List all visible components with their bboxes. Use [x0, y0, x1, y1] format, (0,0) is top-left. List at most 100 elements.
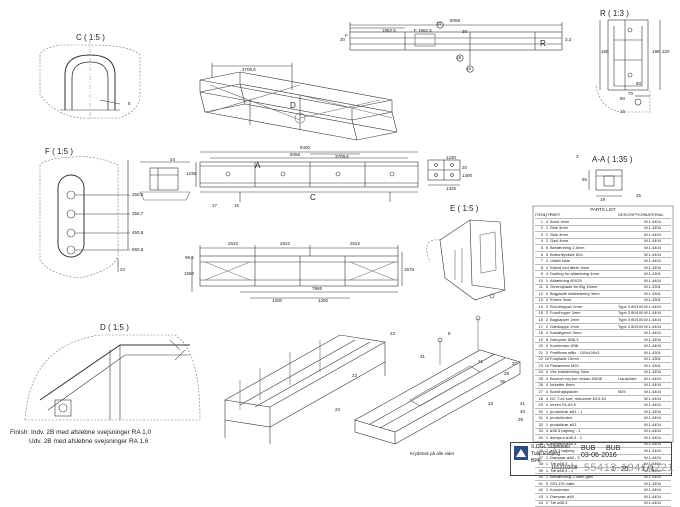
table-cell: Dampner Ø48,3 [550, 337, 579, 342]
table-cell: 37 [538, 454, 543, 460]
drawing-date: 03-06-2016 [581, 452, 617, 459]
table-cell: DS1.DS møle [550, 481, 575, 486]
balloon: 22 [352, 373, 358, 378]
isometric-view-right [354, 315, 521, 445]
finish-line-2: Udv. 2B med afslebne svejsninger RA 1,6 [29, 437, 149, 445]
table-cell: W.1.4404 [644, 383, 661, 388]
balloon: 24 [120, 267, 126, 272]
table-cell: 4 [545, 415, 549, 421]
table-cell: 43 [538, 493, 543, 499]
balloon: 25 [636, 193, 642, 198]
view-label-r: R ( 1:3 ) [600, 9, 629, 18]
table-cell: Damprør ø48 [550, 494, 574, 499]
table-cell: Buttonflyvliste Ø11 [550, 252, 584, 257]
sheet-number: 1 / 1 [641, 466, 655, 473]
table-cell: Afdækning 80X20 [550, 278, 582, 283]
balloon: 41 [520, 401, 526, 406]
table-cell: 29 [538, 402, 543, 408]
table-cell: 32 [538, 421, 543, 427]
table-cell: 4 [545, 290, 549, 296]
table-cell: 2 [545, 303, 549, 309]
balloon: 39 [518, 417, 524, 422]
dim-e-20: 20 [462, 165, 468, 170]
table-cell: Ves indslæbning 3mm [550, 370, 590, 375]
table-cell: 39 [538, 467, 543, 473]
table-cell: Side 4mm [550, 226, 569, 231]
table-cell: dampror ø48,3 - 1 [550, 435, 583, 440]
dim-side-1200b: 1200 [318, 298, 329, 303]
table-cell: 2 [540, 225, 543, 231]
table-cell: Galvkappe 2mm [550, 324, 580, 329]
balloon: 23 [335, 407, 341, 412]
table-cell: W.1.4404 [644, 304, 661, 309]
isometric-view-left [224, 334, 386, 444]
balloon: 15 [234, 203, 240, 208]
table-cell: W.1.4404 [644, 403, 661, 408]
table-cell: 36 [538, 447, 543, 453]
table-cell: Knees 3mm [550, 298, 572, 303]
drawing-scale: 1 : 25 [611, 466, 629, 473]
table-cell: Innrex 51-63,5 [550, 403, 576, 408]
table-cell: 23 [538, 362, 543, 368]
table-cell: 7 [540, 258, 543, 264]
dim-side-2622a: 2622 [228, 241, 239, 246]
table-cell: 26 [538, 382, 543, 388]
table-cell: 4 [545, 395, 549, 401]
table-cell: W.1.4404 [644, 232, 661, 237]
table-cell: W.1.4404 [644, 409, 661, 414]
view-label-e: E ( 1:5 ) [450, 204, 479, 213]
table-cell: 1 [545, 454, 549, 460]
table-cell: Tæ ø48,3 [550, 501, 568, 506]
table-cell: 2 [545, 297, 549, 303]
view-label-f: F ( 1:5 ) [45, 147, 74, 156]
table-cell: W.1.4404 [644, 435, 661, 440]
table-cell: Plasteneko M20 [550, 363, 579, 368]
table-cell: 8 [545, 245, 549, 250]
table-cell: 2 [545, 447, 549, 453]
top-elevation-view [349, 21, 563, 73]
balloon: 30 [462, 29, 468, 34]
table-cell: W.1.4301 [644, 350, 661, 355]
table-cell: W.1.4404 [644, 370, 661, 375]
balloon: 16 [620, 109, 626, 114]
balloon: 21 [478, 359, 484, 364]
table-cell: 10 [544, 362, 550, 368]
dim-iso-3709: 3709,6 [242, 67, 256, 72]
table-cell: produktrør ø51 - 1 [550, 409, 583, 414]
table-cell: 6 [540, 251, 543, 257]
table-cell: W.1.4404 [644, 318, 661, 323]
dim-plan-8058: 8058 [290, 152, 301, 157]
balloon: 36 [500, 379, 506, 384]
drawing-number: 1012103/08 [551, 465, 578, 471]
dim-e-1400: 1400 [462, 173, 473, 178]
table-cell: Udløb kiste [550, 259, 571, 264]
header-item: ITEM [535, 212, 545, 218]
table-cell: 13 [538, 297, 543, 303]
view-label-aa: A-A ( 1:35 ) [592, 155, 633, 164]
table-cell: W.1.4404 [644, 462, 661, 467]
table-cell: Fodplade 10mm [550, 357, 579, 362]
table-cell: 4 [545, 428, 549, 434]
section-marker-d: D [290, 101, 296, 110]
table-cell: 8 [545, 336, 549, 342]
table-cell: 18 [538, 330, 543, 336]
table-cell: 9 [540, 271, 543, 277]
detail-view-r [595, 19, 661, 113]
